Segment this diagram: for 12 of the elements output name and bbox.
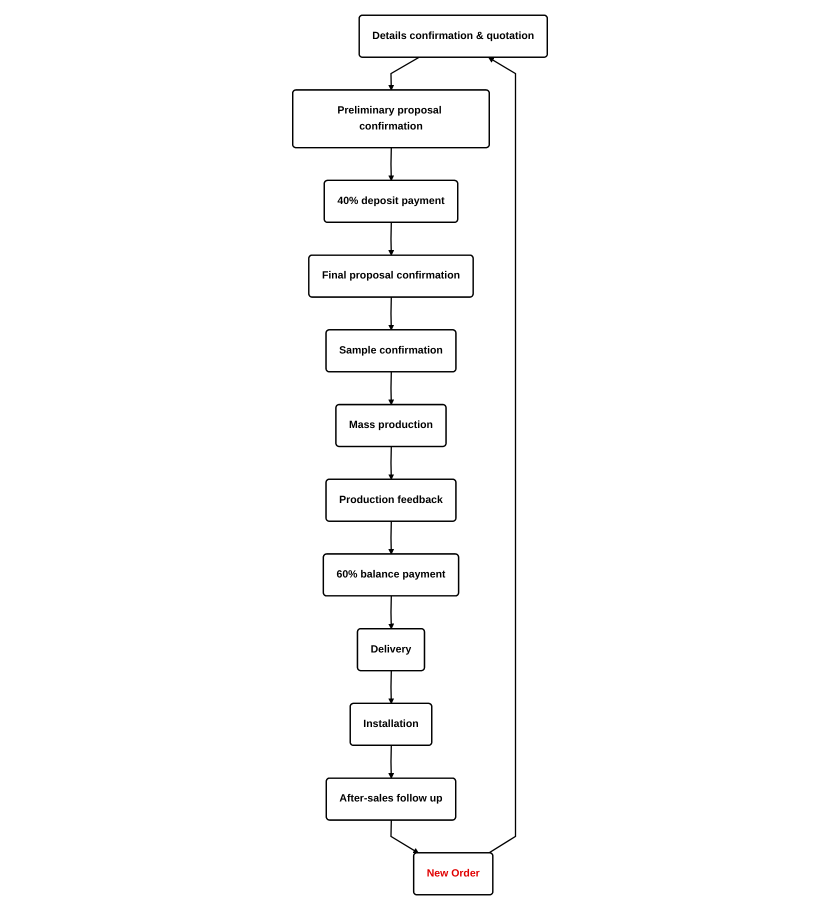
arrow bbox=[388, 670, 394, 704]
arrow bbox=[388, 372, 394, 406]
arrow bbox=[388, 297, 394, 330]
arrow bbox=[388, 596, 394, 630]
arrow bbox=[488, 57, 516, 854]
arrow bbox=[390, 820, 419, 854]
arrow bbox=[388, 148, 394, 181]
arrow bbox=[388, 522, 394, 555]
arrow bbox=[388, 446, 394, 480]
arrow bbox=[388, 222, 394, 256]
arrow bbox=[388, 746, 394, 779]
arrow bbox=[388, 56, 419, 91]
